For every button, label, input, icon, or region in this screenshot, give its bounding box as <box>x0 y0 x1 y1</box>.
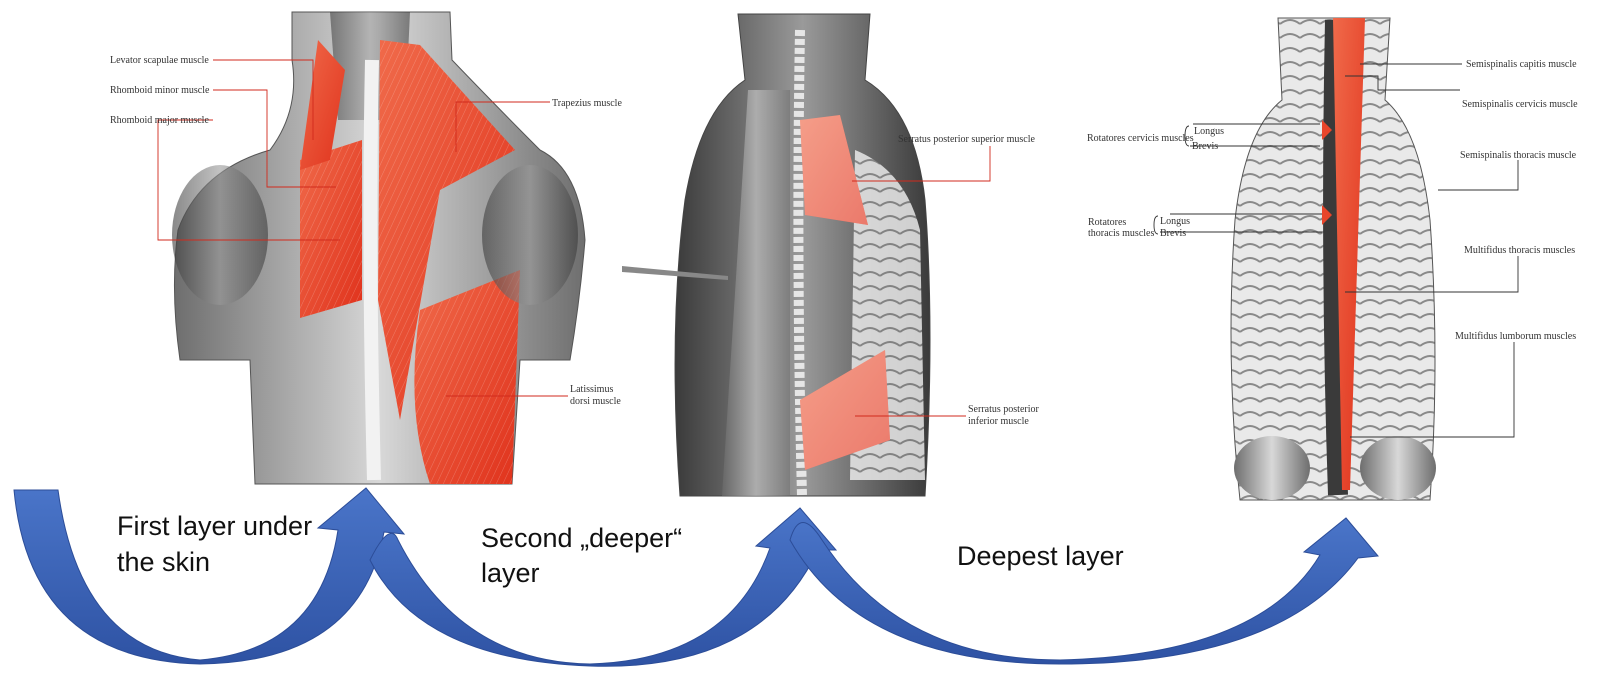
deepest-layer-illustration <box>1230 17 1436 501</box>
arrow-1 <box>13 487 406 665</box>
first-layer-illustration <box>172 11 586 485</box>
label-rotatores-thoracis-brevis: Brevis <box>1160 228 1186 239</box>
layer-captions: First layer under the skin Second „deepe… <box>117 511 1124 588</box>
second-layer-labels: Serratus posterior superior muscle Serra… <box>898 134 1039 427</box>
label-rotatores-cervicis-longus: Longus <box>1194 126 1224 137</box>
caption-second-line1: Second „deeper“ <box>481 523 682 553</box>
label-rotatores-thoracis-line2: thoracis muscles <box>1088 228 1154 239</box>
label-rotatores-cervicis-brevis: Brevis <box>1192 141 1218 152</box>
label-serratus-posterior-inferior-line1: Serratus posterior <box>968 404 1039 415</box>
arrow-2 <box>369 507 838 667</box>
second-layer-leaders <box>852 146 991 417</box>
levator-scapulae-muscle <box>300 40 345 170</box>
deepest-layer-pelvis-right <box>1360 436 1436 500</box>
label-rotatores-thoracis-longus: Longus <box>1160 216 1190 227</box>
label-trapezius: Trapezius muscle <box>552 98 622 109</box>
label-serratus-posterior-superior: Serratus posterior superior muscle <box>898 134 1035 145</box>
label-multifidus-lumborum: Multifidus lumborum muscles <box>1455 331 1576 342</box>
deepest-layer-leaders <box>1153 63 1519 438</box>
first-layer-labels: Levator scapulae muscle Rhomboid minor m… <box>110 55 622 407</box>
left-shoulder <box>172 165 268 305</box>
first-layer-spine <box>363 59 381 481</box>
serratus-posterior-inferior-muscle <box>800 350 890 470</box>
label-semispinalis-capitis: Semispinalis capitis muscle <box>1466 59 1577 70</box>
label-semispinalis-cervicis: Semispinalis cervicis muscle <box>1462 99 1578 110</box>
right-shoulder <box>482 165 578 305</box>
second-layer-illustration <box>622 13 931 497</box>
label-rotatores-thoracis-line1: Rotatores <box>1088 217 1126 228</box>
serratus-posterior-superior-muscle <box>800 115 868 225</box>
caption-second-line2: layer <box>481 558 540 588</box>
label-serratus-posterior-inferior-line2: inferior muscle <box>968 416 1029 427</box>
caption-first-line2: the skin <box>117 547 210 577</box>
second-layer-erector-left <box>722 90 790 496</box>
progression-arrows <box>13 487 1379 667</box>
caption-deepest: Deepest layer <box>957 541 1124 571</box>
deepest-layer-pelvis-left <box>1234 436 1310 500</box>
deepest-layer-spine <box>1323 19 1348 496</box>
label-rhomboid-minor: Rhomboid minor muscle <box>110 85 210 96</box>
second-layer-spine <box>793 29 807 497</box>
deepest-layer-labels: Semispinalis capitis muscle Semispinalis… <box>1087 59 1578 342</box>
label-semispinalis-thoracis: Semispinalis thoracis muscle <box>1460 150 1577 161</box>
label-latissimus-line2: dorsi muscle <box>570 396 621 407</box>
rotatores-marks <box>1322 120 1332 225</box>
arrow-3 <box>789 517 1379 665</box>
label-multifidus-thoracis: Multifidus thoracis muscles <box>1464 245 1575 256</box>
label-latissimus-line1: Latissimus <box>570 384 613 395</box>
first-layer-leaders <box>157 59 568 397</box>
retractor-tool <box>622 266 728 280</box>
semispinalis-column <box>1333 18 1365 490</box>
label-levator-scapulae: Levator scapulae muscle <box>110 55 209 66</box>
label-rhomboid-major: Rhomboid major muscle <box>110 115 209 126</box>
caption-first-line1: First layer under <box>117 511 312 541</box>
label-rotatores-cervicis: Rotatores cervicis muscles <box>1087 133 1194 144</box>
